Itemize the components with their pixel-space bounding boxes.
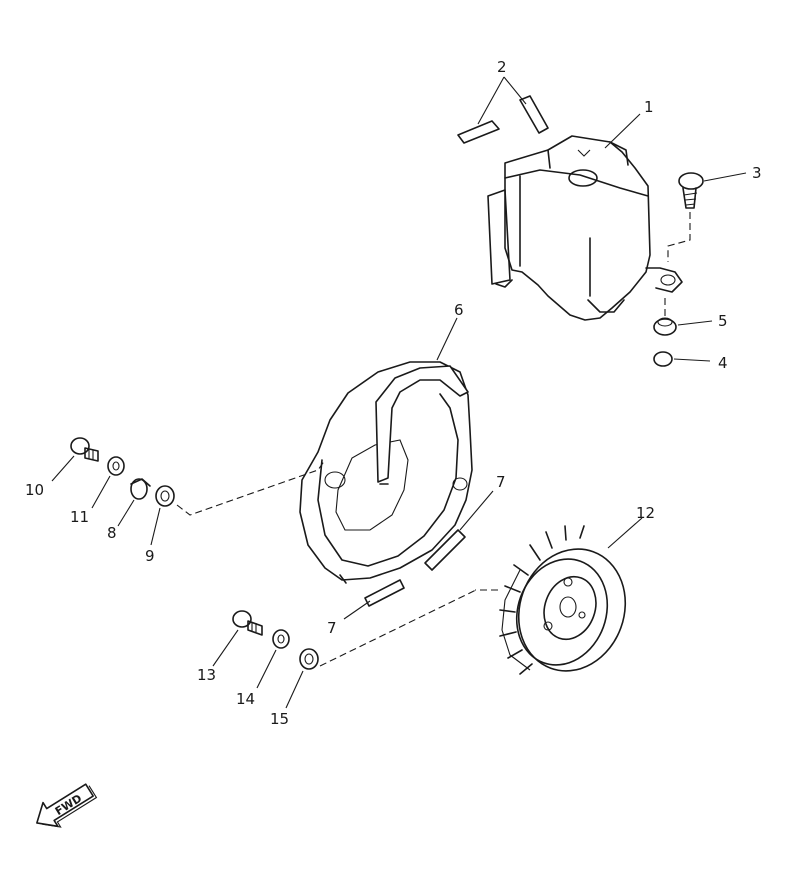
callout-6: 6	[454, 301, 464, 319]
callout-7-upper: 7	[496, 473, 506, 491]
callout-1: 1	[644, 98, 654, 116]
part-cylinder-cover	[487, 135, 683, 321]
callout-2: 2	[497, 58, 507, 76]
callout-9: 9	[145, 547, 155, 565]
part-fan-housing	[299, 361, 473, 584]
part-washer-14	[272, 629, 290, 649]
part-bolt-3	[667, 172, 704, 262]
part-nut-15	[299, 588, 479, 670]
part-key-7a	[424, 529, 466, 571]
callout-7-lower: 7	[327, 619, 337, 637]
part-collar-8	[130, 478, 151, 500]
callout-labels: 1 2 3 4 5 6 7 7 8 9 10 11 12 13 14 15	[25, 58, 762, 728]
callout-8: 8	[107, 524, 117, 542]
part-bolt-10	[70, 437, 99, 462]
part-washer-11	[107, 456, 125, 476]
part-grommet-5	[653, 298, 677, 336]
callout-leaders	[51, 76, 747, 709]
part-nut-9	[155, 459, 326, 516]
part-bolt-13	[232, 610, 263, 636]
part-washer-4	[653, 351, 673, 367]
callout-11: 11	[70, 508, 89, 526]
forward-direction-arrow: FWD	[36, 783, 98, 828]
part-key-7b	[364, 579, 405, 607]
callout-15: 15	[270, 710, 289, 728]
callout-14: 14	[236, 690, 255, 708]
callout-3: 3	[752, 164, 762, 182]
part-flywheel	[475, 525, 627, 675]
callout-4: 4	[718, 354, 728, 372]
part-dowel-pins	[457, 95, 549, 144]
callout-5: 5	[718, 312, 728, 330]
callout-12: 12	[636, 504, 655, 522]
callout-13: 13	[197, 666, 216, 684]
callout-10: 10	[25, 481, 44, 499]
